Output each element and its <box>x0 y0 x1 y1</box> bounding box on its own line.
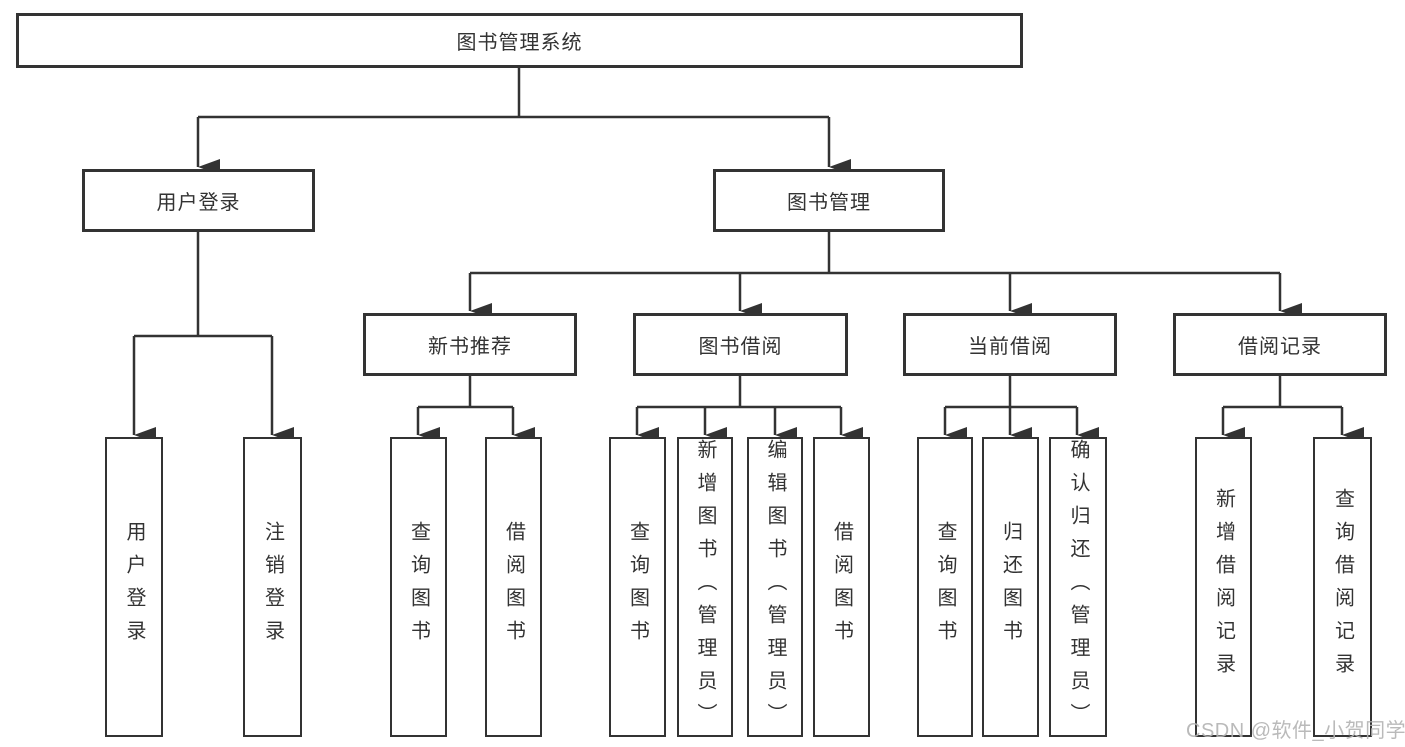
node-label: 查询图书 <box>407 521 430 653</box>
node-add-borrow-record: 新增借阅记录 <box>1195 437 1252 737</box>
node-user-login-group: 用户登录 <box>82 169 315 232</box>
node-library-management-system: 图书管理系统 <box>16 13 1023 68</box>
node-label: 图书管理系统 <box>456 32 583 54</box>
node-label: 用户登录 <box>156 192 241 214</box>
node-label: 图书借阅 <box>698 336 783 358</box>
node-label: 当前借阅 <box>968 336 1052 358</box>
node-new-book-recommendation: 新书推荐 <box>363 313 577 376</box>
node-label: 编辑图书（管理员） <box>764 438 786 736</box>
node-label: 借阅图书 <box>830 521 853 653</box>
node-query-books-2: 查询图书 <box>609 437 666 737</box>
node-borrowing-records: 借阅记录 <box>1173 313 1387 376</box>
node-user-login: 用户登录 <box>105 437 163 737</box>
node-book-management: 图书管理 <box>713 169 945 232</box>
node-logout: 注销登录 <box>243 437 302 737</box>
node-edit-book-admin: 编辑图书（管理员） <box>747 437 803 737</box>
node-label: 查询借阅记录 <box>1331 488 1354 686</box>
node-return-books: 归还图书 <box>982 437 1039 737</box>
node-label: 新书推荐 <box>428 336 512 358</box>
node-query-borrow-record: 查询借阅记录 <box>1313 437 1372 737</box>
node-label: 注销登录 <box>261 521 284 653</box>
node-label: 新增借阅记录 <box>1212 488 1235 686</box>
node-label: 查询图书 <box>626 521 649 653</box>
node-label: 借阅记录 <box>1238 336 1322 358</box>
csdn-watermark: CSDN @软件_小贺同学 <box>1186 720 1405 742</box>
node-book-borrowing: 图书借阅 <box>633 313 848 376</box>
node-current-borrowing: 当前借阅 <box>903 313 1117 376</box>
node-label: 查询图书 <box>934 521 956 653</box>
node-add-book-admin: 新增图书（管理员） <box>677 437 733 737</box>
node-borrow-books-1: 借阅图书 <box>485 437 542 737</box>
node-query-books-3: 查询图书 <box>917 437 973 737</box>
node-confirm-return-admin: 确认归还（管理员） <box>1049 437 1107 737</box>
node-label: 确认归还（管理员） <box>1067 438 1089 736</box>
node-label: 图书管理 <box>787 192 871 214</box>
node-label: 借阅图书 <box>502 521 525 653</box>
node-label: 新增图书（管理员） <box>694 438 716 736</box>
node-label: 用户登录 <box>123 521 145 653</box>
node-label: 归还图书 <box>999 521 1022 653</box>
node-query-books-1: 查询图书 <box>390 437 447 737</box>
node-borrow-books-2: 借阅图书 <box>813 437 870 737</box>
